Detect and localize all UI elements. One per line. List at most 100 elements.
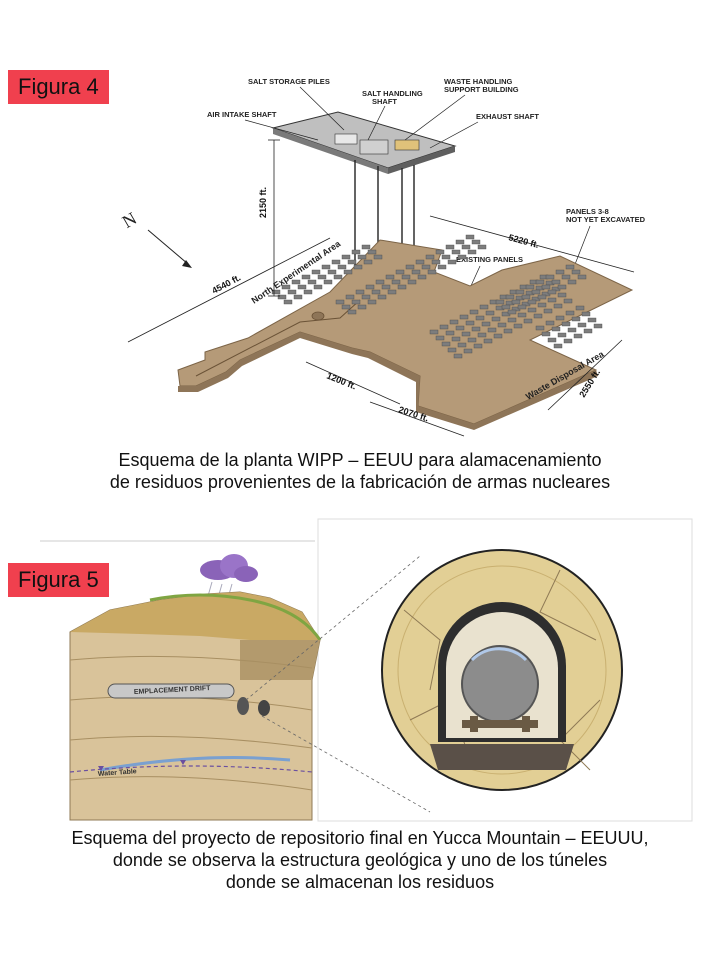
panel-room	[531, 289, 541, 295]
panel-room	[281, 284, 291, 290]
panel-room	[461, 244, 471, 250]
panel-room	[471, 239, 481, 245]
panel-room	[435, 249, 445, 255]
panel-room	[545, 320, 555, 326]
panel-room	[477, 332, 487, 338]
surface-facility	[271, 111, 457, 174]
panel-room	[351, 299, 361, 305]
panel-room	[407, 279, 417, 285]
dim-width-top: 5220 ft.	[507, 232, 540, 250]
panel-room	[385, 274, 395, 280]
panel-room	[451, 336, 461, 342]
panel-room	[483, 338, 493, 344]
panel-room	[307, 279, 317, 285]
panel-room	[277, 294, 287, 300]
panel-room	[481, 321, 491, 327]
panel-room	[507, 309, 517, 315]
panel-room	[367, 299, 377, 305]
panel-room	[297, 284, 307, 290]
panel-room	[469, 309, 479, 315]
panel-room	[345, 294, 355, 300]
panel-room	[543, 308, 553, 314]
panel-room	[477, 244, 487, 250]
panel-room	[441, 341, 451, 347]
figure-5-label: Figura 5	[8, 563, 109, 597]
panel-room	[405, 264, 415, 270]
panel-room	[437, 264, 447, 270]
panel-room	[381, 284, 391, 290]
panel-room	[557, 332, 567, 338]
panel-room	[587, 317, 597, 323]
panel-room	[457, 342, 467, 348]
panel-room	[431, 259, 441, 265]
panel-room	[567, 279, 577, 285]
panel-room	[479, 304, 489, 310]
callout-waste-handling-1: WASTE HANDLING	[444, 77, 512, 86]
tunnel-magnified-view	[381, 549, 623, 791]
panel-room	[571, 269, 581, 275]
callout-waste-handling-2: SUPPORT BUILDING	[444, 85, 519, 94]
panel-room	[533, 313, 543, 319]
dim-bottom-a: 1200 ft.	[325, 371, 358, 392]
panel-room	[435, 335, 445, 341]
panel-room	[401, 274, 411, 280]
callout-salt-handling-1: SALT HANDLING	[362, 89, 423, 98]
panel-room	[563, 298, 573, 304]
panel-room	[313, 284, 323, 290]
panel-room	[545, 274, 555, 280]
panel-room	[455, 239, 465, 245]
panel-room	[505, 294, 515, 300]
panel-room	[311, 269, 321, 275]
panel-room	[331, 259, 341, 265]
panel-room	[429, 329, 439, 335]
dim-depth: 2150 ft.	[258, 187, 268, 218]
panel-room	[563, 338, 573, 344]
callout-exhaust: EXHAUST SHAFT	[476, 112, 539, 121]
panel-room	[303, 289, 313, 295]
panel-room	[475, 315, 485, 321]
panel-room	[537, 302, 547, 308]
dim-length: 4540 ft.	[210, 272, 242, 295]
panel-room	[301, 274, 311, 280]
panel-room	[439, 324, 449, 330]
figure-4-label: Figura 4	[8, 70, 109, 104]
panel-room	[459, 314, 469, 320]
panel-room	[391, 279, 401, 285]
panel-room	[337, 264, 347, 270]
panel-room	[323, 279, 333, 285]
panel-room	[551, 326, 561, 332]
panel-room	[363, 259, 373, 265]
panel-room	[593, 323, 603, 329]
panel-room	[317, 274, 327, 280]
panel-room	[511, 299, 521, 305]
panel-room	[395, 269, 405, 275]
panel-room	[565, 310, 575, 316]
panel-room	[397, 284, 407, 290]
panel-room	[451, 249, 461, 255]
panel-room	[421, 264, 431, 270]
waste-building	[394, 139, 420, 151]
panel-room	[417, 274, 427, 280]
panel-room	[387, 289, 397, 295]
panel-room	[341, 304, 351, 310]
panel-room	[571, 316, 581, 322]
figure-4-caption: Esquema de la planta WIPP – EEUU para al…	[0, 449, 720, 493]
panel-room	[581, 311, 591, 317]
panel-room	[467, 249, 477, 255]
figure-4-caption-line1: Esquema de la planta WIPP – EEUU para al…	[118, 450, 602, 470]
panel-room	[547, 297, 557, 303]
panel-room	[575, 305, 585, 311]
panel-room	[341, 254, 351, 260]
callout-air-intake: AIR INTAKE SHAFT	[207, 110, 277, 119]
panel-room	[561, 321, 571, 327]
callout-salt-storage: SALT STORAGE PILES	[248, 77, 330, 86]
panel-room	[515, 289, 525, 295]
panel-room	[567, 327, 577, 333]
figure-4-caption-line2: de residuos provenientes de la fabricaci…	[109, 472, 611, 492]
panel-room	[461, 331, 471, 337]
panel-room	[283, 299, 293, 305]
panel-room	[465, 234, 475, 240]
panel-room	[291, 279, 301, 285]
callout-existing-panels: EXISTING PANELS	[456, 255, 523, 264]
building	[359, 139, 389, 155]
